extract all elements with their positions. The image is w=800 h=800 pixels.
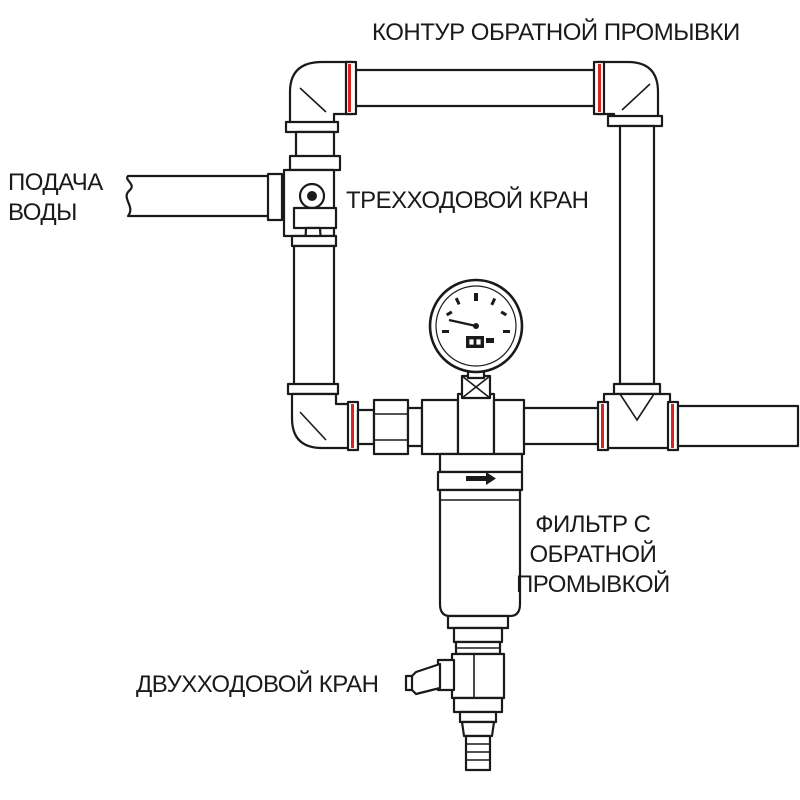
tee-fitting [596, 382, 680, 452]
filter-bottom [446, 614, 510, 656]
outlet-pipe [522, 406, 604, 446]
label-two-way-valve: ДВУХХОДОВОЙ КРАН [136, 671, 379, 698]
flow-arrow-icon [466, 472, 496, 485]
label-water-supply-line-1: ПОДАЧА [8, 169, 103, 196]
label-backwash-loop: КОНТУР ОБРАТНОЙ ПРОМЫВКИ [372, 19, 740, 46]
filter-housing [436, 470, 524, 618]
two-way-valve-icon [404, 652, 506, 772]
backwash-loop-pipe-right [618, 124, 656, 386]
label-filter: ФИЛЬТР С ОБРАТНОЙ ПРОМЫВКОЙ [516, 510, 670, 600]
label-filter-line-2: ОБРАТНОЙ [529, 541, 657, 568]
union-coupling [356, 398, 424, 456]
elbow-top-left [284, 60, 358, 134]
supply-pipe [125, 174, 277, 218]
loop-pipe-left-upper [294, 130, 336, 160]
pressure-gauge-icon [428, 278, 524, 400]
elbow-bottom-left [286, 382, 360, 452]
elbow-top-right [592, 60, 664, 128]
filter-head [420, 392, 526, 474]
label-water-supply: ПОДАЧА ВОДЫ [8, 168, 103, 228]
label-filter-line-3: ПРОМЫВКОЙ [516, 571, 670, 598]
loop-pipe-left-lower [292, 244, 336, 390]
label-filter-line-1: ФИЛЬТР С [535, 511, 651, 538]
label-water-supply-line-2: ВОДЫ [8, 199, 77, 226]
backwash-loop-pipe-top [350, 68, 600, 108]
exit-pipe [676, 404, 800, 448]
label-three-way-valve: ТРЕХХОДОВОЙ КРАН [346, 187, 589, 214]
